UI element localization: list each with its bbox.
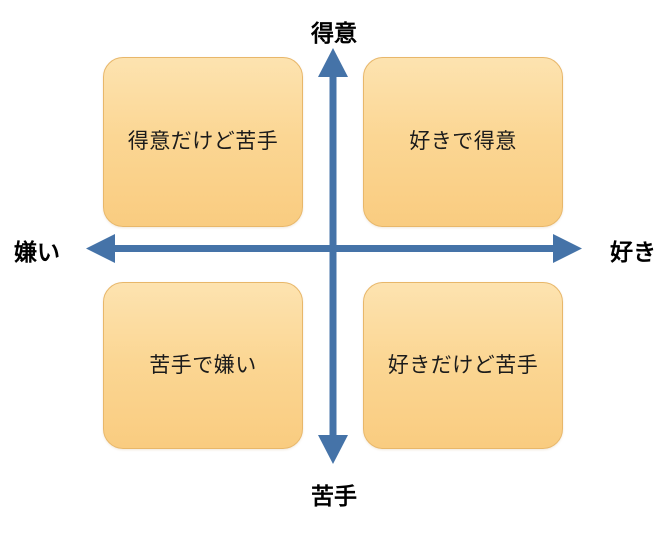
arrowhead-up-icon — [318, 48, 348, 77]
arrowhead-right-icon — [553, 234, 582, 263]
vertical-axis-line — [329, 72, 337, 440]
arrowhead-down-icon — [318, 435, 348, 464]
axis-label-left: 嫌い — [14, 240, 60, 266]
axis-label-right: 好き — [610, 240, 656, 266]
quadrant-top-left-label: 得意だけど苦手 — [127, 129, 279, 154]
axis-label-top: 得意 — [311, 21, 357, 47]
quadrant-bottom-right[interactable]: 好きだけど苦手 — [363, 282, 563, 449]
axis-label-bottom: 苦手 — [311, 484, 357, 510]
quadrant-bottom-left-label: 苦手で嫌い — [149, 352, 257, 377]
quadrant-top-right[interactable]: 好きで得意 — [363, 57, 563, 227]
quadrant-top-left[interactable]: 得意だけど苦手 — [103, 57, 303, 227]
quadrant-top-right-label: 好きで得意 — [409, 129, 517, 154]
arrowhead-left-icon — [86, 234, 115, 263]
quadrant-bottom-right-label: 好きだけど苦手 — [387, 352, 539, 377]
horizontal-axis-line — [110, 245, 558, 252]
quadrant-bottom-left[interactable]: 苦手で嫌い — [103, 282, 303, 449]
